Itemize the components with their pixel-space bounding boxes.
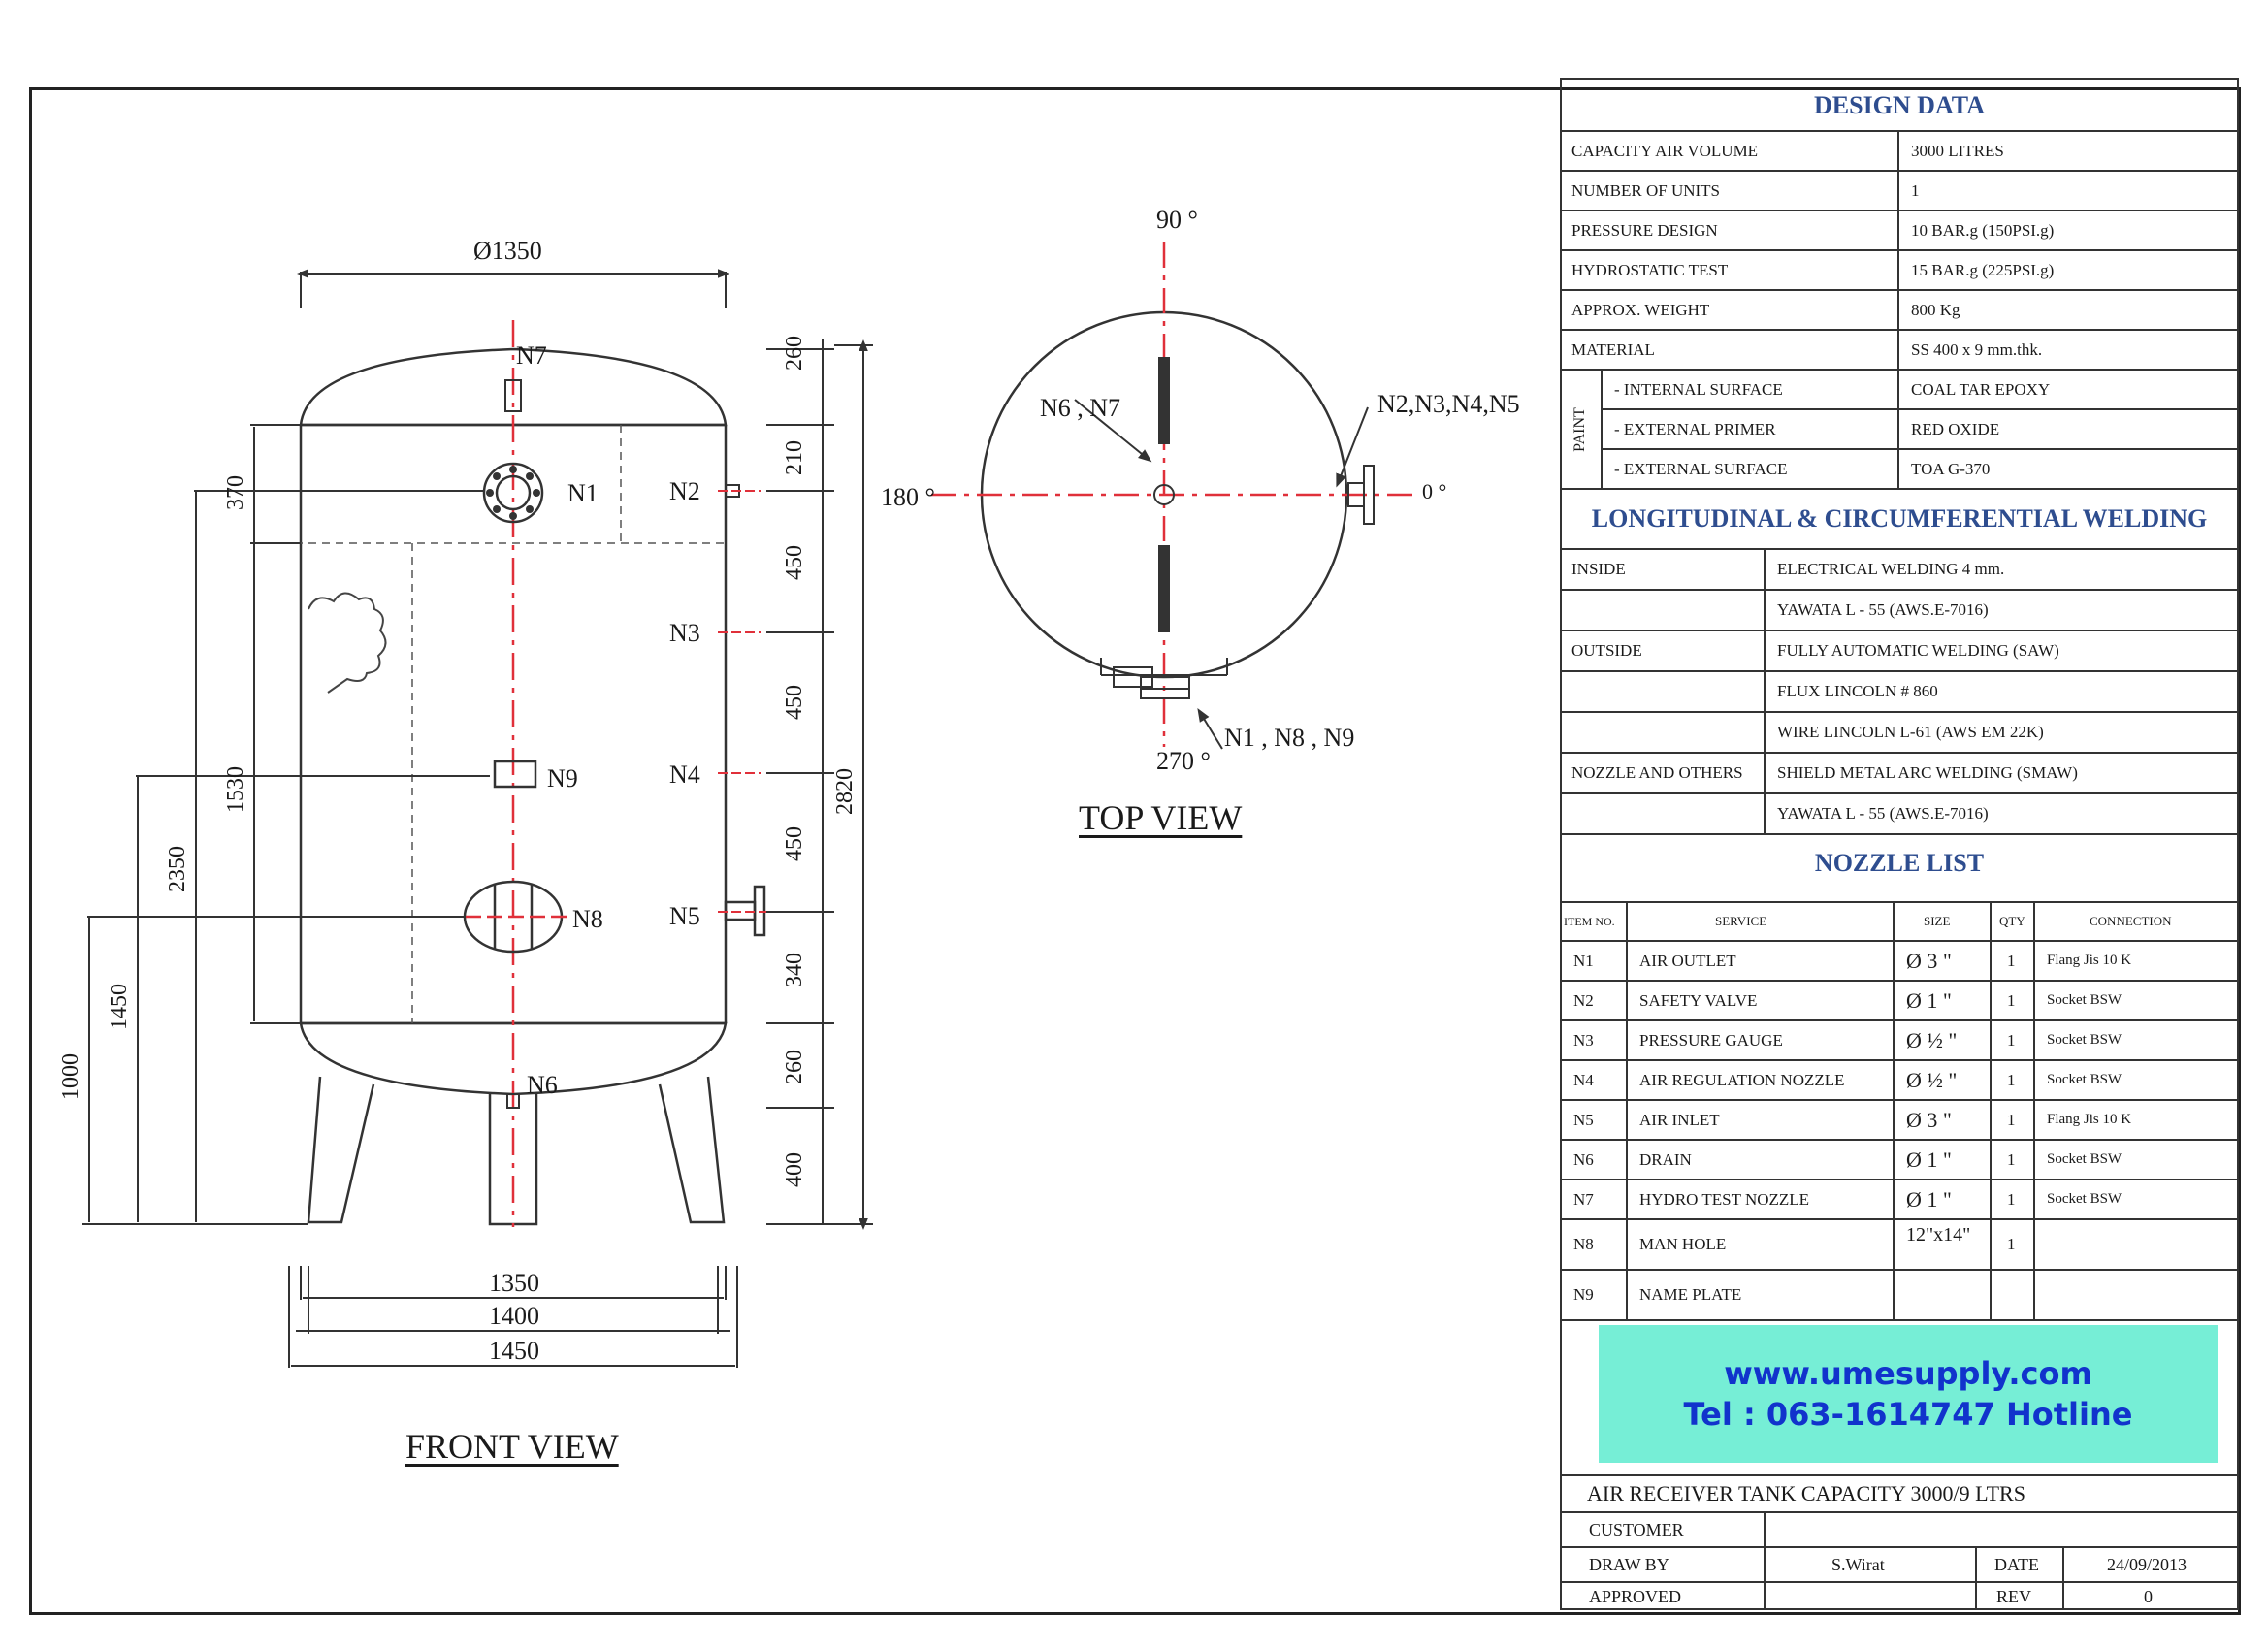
welding-row: FLUX LINCOLN # 860 (1560, 672, 2239, 713)
welding-row: WIRE LINCOLN L-61 (AWS EM 22K) (1560, 713, 2239, 754)
promo-banner: www.umesupply.com Tel : 063-1614747 Hotl… (1599, 1325, 2218, 1463)
nozzle-row: N9 NAME PLATE (1560, 1271, 2239, 1321)
welding-row: INSIDE ELECTRICAL WELDING 4 mm. (1560, 550, 2239, 591)
nozzle-row: N6 DRAIN Ø 1 " 1 Socket BSW (1560, 1141, 2239, 1180)
nozzle-n1 (482, 462, 544, 524)
design-row: HYDROSTATIC TEST 15 BAR.g (225PSI.g) (1560, 251, 2239, 291)
paint-row: - EXTERNAL SURFACE TOA G-370 (1603, 450, 2239, 490)
tank-leg-right (658, 1076, 726, 1224)
nozzle-row: N5 AIR INLET Ø 3 " 1 Flang Jis 10 K (1560, 1101, 2239, 1141)
nozzle-row: N7 HYDRO TEST NOZZLE Ø 1 " 1 Socket BSW (1560, 1180, 2239, 1220)
specification-panel: DESIGN DATA CAPACITY AIR VOLUME 3000 LIT… (1560, 78, 2239, 1610)
handwritten-sketch (308, 592, 387, 694)
paint-label: PAINT (1571, 406, 1589, 452)
nozzle-header-row: ITEM NO. SERVICE SIZE QTY CONNECTION (1560, 903, 2239, 942)
nozzle-row: N8 MAN HOLE 12"x14" 1 (1560, 1220, 2239, 1271)
tank-leg-left (307, 1076, 375, 1224)
paint-row: - INTERNAL SURFACE COAL TAR EPOXY (1603, 371, 2239, 410)
welding-row: NOZZLE AND OTHERS SHIELD METAL ARC WELDI… (1560, 754, 2239, 794)
nozzle-row: N1 AIR OUTLET Ø 3 " 1 Flang Jis 10 K (1560, 942, 2239, 982)
design-row: PRESSURE DESIGN 10 BAR.g (150PSI.g) (1560, 211, 2239, 251)
title-block-approved-row: APPROVED REV 0 (1560, 1583, 2239, 1610)
nozzle-row: N3 PRESSURE GAUGE Ø ½ " 1 Socket BSW (1560, 1021, 2239, 1061)
paint-row: - EXTERNAL PRIMER RED OXIDE (1603, 410, 2239, 450)
design-row: APPROX. WEIGHT 800 Kg (1560, 291, 2239, 331)
design-row: NUMBER OF UNITS 1 (1560, 172, 2239, 211)
top-view-plate-upper (1158, 357, 1170, 444)
design-row: MATERIAL SS 400 x 9 mm.thk. (1560, 331, 2239, 371)
name-plate-n9 (493, 760, 537, 789)
nozzle-list-title: NOZZLE LIST (1814, 849, 1985, 877)
title-block-title-row: AIR RECEIVER TANK CAPACITY 3000/9 LTRS (1560, 1476, 2239, 1513)
drawing-title: AIR RECEIVER TANK CAPACITY 3000/9 LTRS (1587, 1481, 2025, 1505)
top-view-drawing (931, 242, 1416, 750)
welding-row: YAWATA L - 55 (AWS.E-7016) (1560, 591, 2239, 631)
nozzle-row: N4 AIR REGULATION NOZZLE Ø ½ " 1 Socket … (1560, 1061, 2239, 1101)
front-view-drawing (82, 269, 873, 1368)
tank-top-head (299, 347, 728, 427)
tank-leg-center (488, 1094, 538, 1226)
design-row: CAPACITY AIR VOLUME 3000 LITRES (1560, 132, 2239, 172)
title-block-customer-row: CUSTOMER (1560, 1513, 2239, 1548)
drawing-border (29, 87, 2241, 1615)
nozzle-row: N2 SAFETY VALVE Ø 1 " 1 Socket BSW (1560, 982, 2239, 1021)
tank-shell (299, 425, 728, 1023)
design-data-title: DESIGN DATA (1813, 91, 1985, 119)
title-block-drawby-row: DRAW BY S.Wirat DATE 24/09/2013 (1560, 1548, 2239, 1583)
top-view-plate-lower (1158, 545, 1170, 632)
website-link[interactable]: www.umesupply.com (1724, 1355, 2092, 1392)
welding-title: LONGITUDINAL & CIRCUMFERENTIAL WELDING (1591, 504, 2208, 533)
welding-row: YAWATA L - 55 (AWS.E-7016) (1560, 794, 2239, 835)
nozzle-n7 (504, 379, 522, 412)
hotline-text: Tel : 063-1614747 Hotline (1683, 1396, 2133, 1433)
nozzle-n6 (506, 1093, 520, 1109)
welding-row: OUTSIDE FULLY AUTOMATIC WELDING (SAW) (1560, 631, 2239, 672)
